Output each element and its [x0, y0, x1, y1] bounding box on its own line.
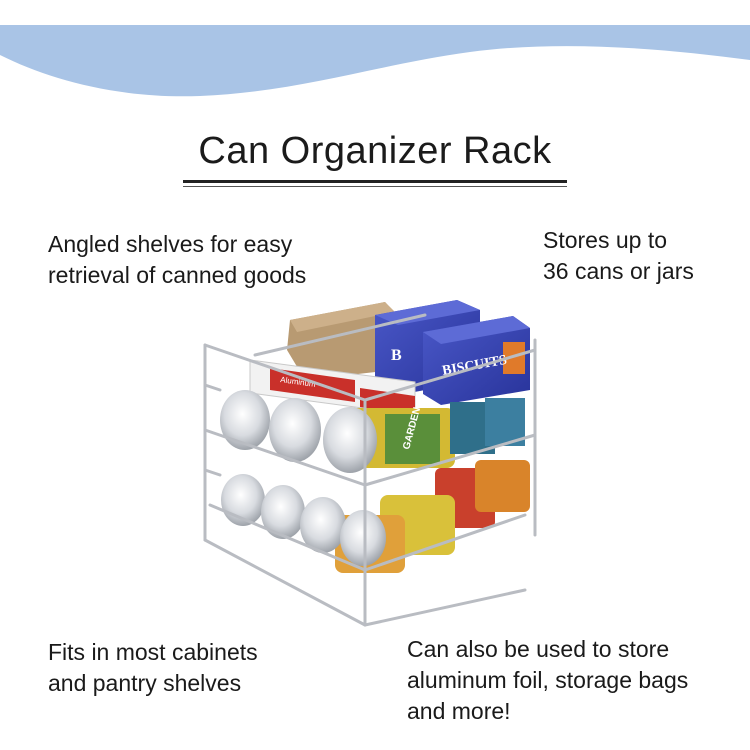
header-wave-banner [0, 25, 750, 97]
caption-capacity: Stores up to 36 cans or jars [543, 225, 694, 287]
caption-line: Angled shelves for easy [48, 231, 293, 257]
svg-text:B: B [391, 347, 402, 364]
caption-line: 36 cans or jars [543, 258, 694, 284]
caption-line: Can also be used to store [407, 636, 670, 662]
caption-line: Stores up to [543, 227, 668, 253]
caption-angled-shelves: Angled shelves for easy retrieval of can… [48, 229, 306, 291]
caption-line: aluminum foil, storage bags [407, 667, 689, 693]
title-underline [183, 180, 567, 183]
caption-line: Fits in most cabinets [48, 639, 258, 665]
caption-line: retrieval of canned goods [48, 262, 307, 288]
caption-line: and pantry shelves [48, 670, 242, 696]
caption-other-uses: Can also be used to store aluminum foil,… [407, 634, 688, 727]
biscuit-boxes: BISCUITS B [375, 300, 530, 405]
caption-fits-cabinets: Fits in most cabinets and pantry shelves [48, 637, 258, 699]
title-underline-thin [183, 186, 567, 187]
page-title: Can Organizer Rack [198, 130, 552, 172]
product-photo-rack: BISCUITS B Aluminum GARDEN [203, 300, 537, 627]
bottom-shelf-cans [221, 460, 530, 573]
wire-rack [203, 313, 537, 627]
caption-line: and more! [407, 698, 511, 724]
